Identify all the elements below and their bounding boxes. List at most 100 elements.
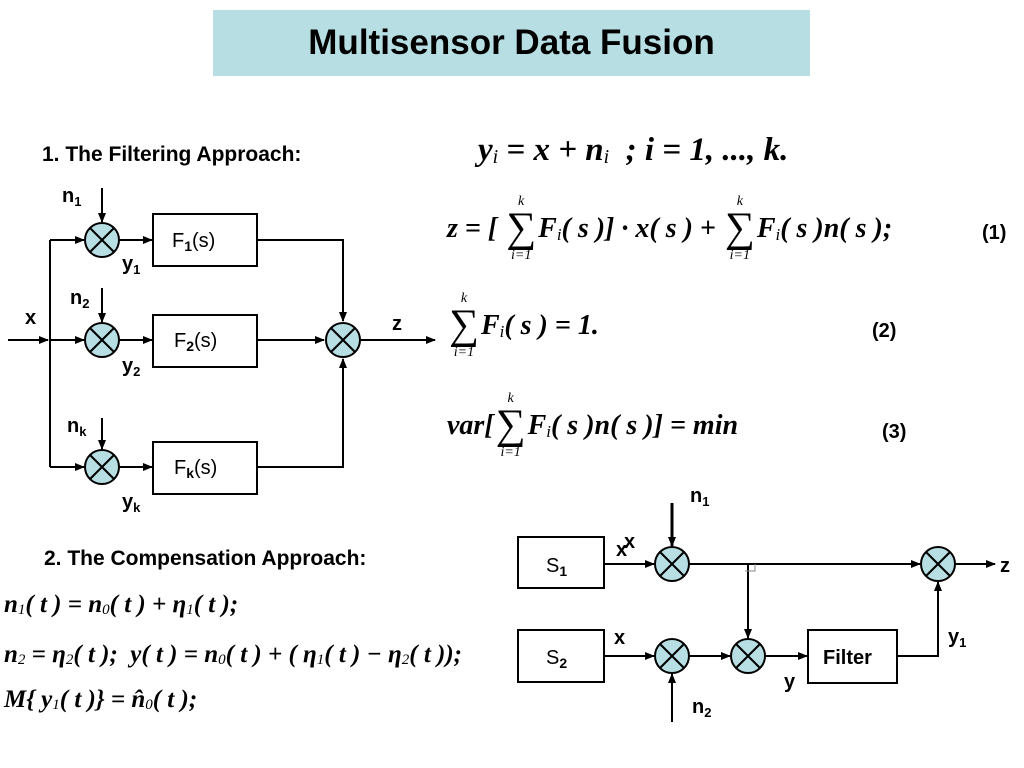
junction-mark [745, 564, 756, 572]
filtering-diagram [8, 188, 436, 495]
y1-label: y1 [948, 626, 966, 650]
formula-text: ( t ) + ( η [225, 641, 317, 668]
formula-subscript: i [492, 145, 499, 168]
formula-text: ( t ); [193, 591, 239, 618]
noise-label-1: n1 [62, 185, 81, 209]
equation-3-number: (3) [882, 421, 907, 443]
summation-symbol: k∑i=1 [449, 292, 479, 360]
noise-label-2: n2 [70, 287, 89, 311]
compensation-diagram [517, 503, 996, 722]
formula-text: n [4, 641, 18, 668]
sensor-label-2: S2 [546, 647, 567, 671]
noise-label-k: nk [67, 415, 87, 439]
sigma-icon: ∑ [449, 302, 479, 348]
formula-subscript: 1 [316, 651, 325, 668]
formula-text: z = [ [447, 212, 505, 244]
signal-label-k: yk [122, 491, 141, 515]
equation-2-number: (2) [872, 320, 897, 342]
sigma-icon: ∑ [495, 402, 526, 448]
formula-text: M{ y [4, 686, 53, 713]
section-filtering-heading: 1. The Filtering Approach: [42, 143, 302, 166]
section-compensation-heading: 2. The Compensation Approach: [44, 547, 367, 570]
z-label: z [1000, 555, 1010, 577]
formula-text: F [756, 212, 776, 244]
filter-out-1 [257, 239, 347, 322]
input-label: x [25, 307, 36, 329]
formula-text: ( t ); [152, 686, 198, 713]
formula-subscript: 2 [65, 651, 74, 668]
formula-text: var[ [447, 409, 494, 441]
formula-subscript: i [556, 224, 562, 244]
formula-subscript: 0 [102, 601, 110, 618]
formula-subscript: 0 [145, 696, 153, 713]
formula-text: F [527, 409, 547, 441]
sensor-box-1 [517, 536, 605, 589]
filter-label: Filter [823, 647, 872, 669]
filter-out-k [257, 358, 347, 468]
sum-lower-limit: i=1 [500, 444, 521, 460]
filter-out-arrow [897, 581, 942, 657]
n1-label: n1 [690, 485, 709, 509]
formula-subscript: 2 [17, 651, 26, 668]
y-label: y [784, 671, 796, 693]
formula-text: ( t ) − η [324, 641, 402, 668]
sigma-icon: ∑ [724, 205, 755, 251]
formula-text: ( t )} = n̂ [59, 686, 146, 713]
formula-text: F [480, 309, 500, 341]
sensor-label-1: S1 [546, 555, 567, 579]
formula-text: y [478, 132, 493, 168]
summer-icon [84, 449, 120, 485]
formula-text: ; i = 1, ..., k. [609, 132, 789, 168]
summation-symbol: k∑i=1 [496, 392, 526, 460]
signal-label-1: y1 [122, 253, 140, 277]
filter-label-k: Fk(s) [174, 457, 217, 481]
formula-text: ( t ); y( t ) = n [73, 641, 219, 668]
formula-text: ( s )] · x( s ) + [561, 212, 723, 244]
summer-icon [654, 546, 690, 582]
equation-1-number: (1) [982, 222, 1007, 244]
slide-title: Multisensor Data Fusion [308, 23, 715, 62]
formula-subscript: 1 [17, 601, 26, 618]
summer-icon [325, 322, 361, 358]
filter-label-2: F2(s) [174, 330, 217, 354]
x-label-1: x [616, 539, 627, 561]
formula-subscript: i [546, 421, 551, 441]
summation-symbol: k∑i=1 [725, 195, 755, 263]
summer-icon [84, 322, 120, 358]
x-label-2: x [614, 627, 625, 649]
formula-text: ( t ) = n [25, 591, 103, 618]
sum-lower-limit: i=1 [729, 247, 751, 263]
formula-subscript: 2 [401, 651, 410, 668]
formula-text: ( t )); [409, 641, 462, 668]
formula-text: n [4, 591, 18, 618]
summer-icon [84, 222, 120, 258]
sum-lower-limit: i=1 [510, 247, 532, 263]
n2-label: n2 [692, 696, 711, 720]
sum-upper-limit: k [507, 391, 514, 406]
summer-icon [654, 638, 690, 674]
formula-subscript: 1 [52, 696, 60, 713]
summer-icon [920, 546, 956, 582]
formula-text: = x + n [498, 132, 604, 168]
formula-text: ( s )n( s ); [780, 212, 893, 244]
summer-icon [730, 638, 766, 674]
sigma-icon: ∑ [506, 205, 537, 251]
formula-subscript: i [603, 145, 610, 168]
formula-subscript: 0 [218, 651, 226, 668]
formula-subscript: i [499, 321, 505, 341]
formula-text: ( t ) + η [109, 591, 187, 618]
title-banner: Multisensor Data Fusion [213, 10, 810, 76]
signal-label-2: y2 [122, 355, 140, 379]
sum-upper-limit: k [460, 291, 468, 306]
sum-upper-limit: k [518, 194, 525, 209]
filter-label-1: F1(s) [172, 230, 215, 254]
formula-text: ( s )n( s )] = min [550, 409, 739, 441]
output-label: z [392, 313, 402, 335]
